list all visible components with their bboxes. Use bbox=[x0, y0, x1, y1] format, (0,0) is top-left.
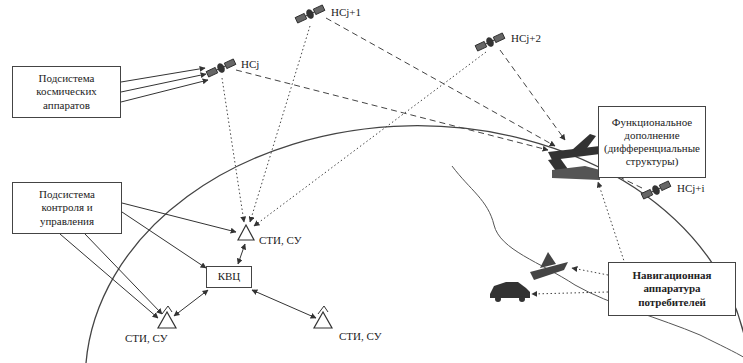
station-label: СТИ, СУ bbox=[338, 330, 382, 342]
station-label: СТИ, СУ bbox=[124, 332, 168, 344]
station-label: СТИ, СУ bbox=[258, 234, 302, 246]
caption-box: Подсистема космических аппаратов bbox=[12, 66, 121, 118]
caption-box: Навигационная аппаратура потребителей bbox=[608, 262, 736, 316]
satellite-label: НСj bbox=[240, 58, 260, 70]
caption-box: Подсистема контроля и управления bbox=[12, 182, 122, 234]
box-text: Подсистема космических аппаратов bbox=[17, 72, 116, 112]
box-text: Навигационная аппаратура потребителей bbox=[613, 269, 731, 309]
box-text: КВЦ bbox=[218, 270, 241, 283]
satellite-label: НСj+i bbox=[676, 182, 706, 194]
box-text: Функциональное дополнение (дифференциаль… bbox=[603, 116, 701, 169]
satellite-label: НСj+2 bbox=[510, 32, 542, 44]
caption-box: Функциональное дополнение (дифференциаль… bbox=[598, 106, 706, 178]
satellite-label: НСj+1 bbox=[330, 6, 362, 18]
box-text: Подсистема контроля и управления bbox=[17, 188, 117, 228]
center-box: КВЦ bbox=[206, 266, 252, 288]
